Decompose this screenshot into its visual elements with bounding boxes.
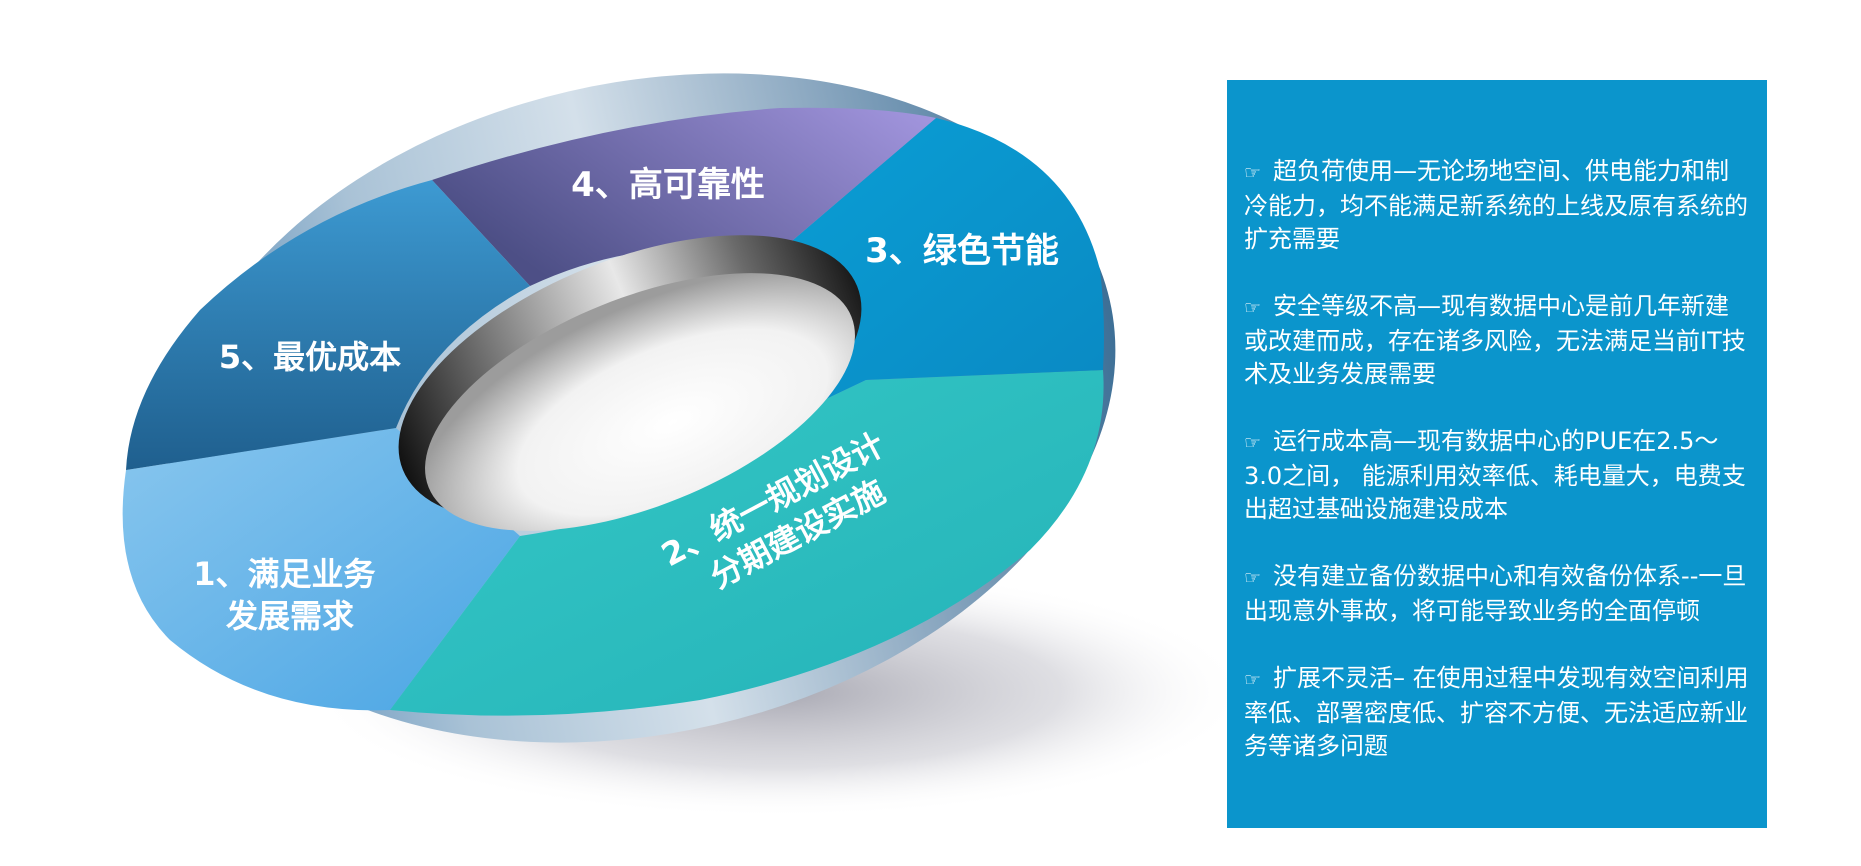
issue-text: 没有建立备份数据中心和有效备份体系--一旦出现意外事故，将可能导致业务的全面停顿	[1244, 562, 1747, 625]
segment-2-wedge	[390, 370, 1104, 716]
pointing-hand-icon: ☞	[1244, 297, 1262, 319]
segment-5-label: 5、最优成本	[219, 338, 401, 376]
segment-4-wedge	[432, 107, 936, 286]
issue-text: 安全等级不高—现有数据中心是前几年新建或改建而成，存在诸多风险，无法满足当前IT…	[1244, 292, 1746, 388]
issue-item: ☞没有建立备份数据中心和有效备份体系--一旦出现意外事故，将可能导致业务的全面停…	[1244, 560, 1749, 628]
issue-item: ☞扩展不灵活– 在使用过程中发现有效空间利用率低、部署密度低、扩容不方便、无法适…	[1244, 662, 1749, 763]
segment-1-label: 1、满足业务 发展需求	[193, 555, 386, 635]
issue-item: ☞运行成本高—现有数据中心的PUE在2.5～3.0之间， 能源利用效率低、耗电量…	[1244, 425, 1749, 526]
segment-4-label: 4、高可靠性	[571, 165, 765, 205]
issue-item: ☞安全等级不高—现有数据中心是前几年新建或改建而成，存在诸多风险，无法满足当前I…	[1244, 290, 1749, 391]
ring-diagram: 1、满足业务 发展需求 2、统一规划设计 分期建设实施 3、绿色节能 4、高可靠…	[122, 73, 1240, 818]
issue-text: 扩展不灵活– 在使用过程中发现有效空间利用率低、部署密度低、扩容不方便、无法适应…	[1244, 664, 1749, 760]
issues-panel: ☞超负荷使用—无论场地空间、供电能力和制冷能力，均不能满足新系统的上线及原有系统…	[1227, 80, 1767, 828]
issue-item: ☞超负荷使用—无论场地空间、供电能力和制冷能力，均不能满足新系统的上线及原有系统…	[1244, 155, 1749, 256]
pointing-hand-icon: ☞	[1244, 567, 1262, 589]
segment-3-label: 3、绿色节能	[865, 231, 1059, 271]
segment-1-wedge	[122, 428, 520, 711]
issue-text: 超负荷使用—无论场地空间、供电能力和制冷能力，均不能满足新系统的上线及原有系统的…	[1244, 157, 1748, 253]
pointing-hand-icon: ☞	[1244, 669, 1262, 691]
segment-5-wedge	[126, 180, 530, 470]
ring-hole-floor	[425, 273, 855, 531]
pointing-hand-icon: ☞	[1244, 162, 1262, 184]
pointing-hand-icon: ☞	[1244, 432, 1262, 454]
issue-text: 运行成本高—现有数据中心的PUE在2.5～3.0之间， 能源利用效率低、耗电量大…	[1244, 427, 1746, 523]
